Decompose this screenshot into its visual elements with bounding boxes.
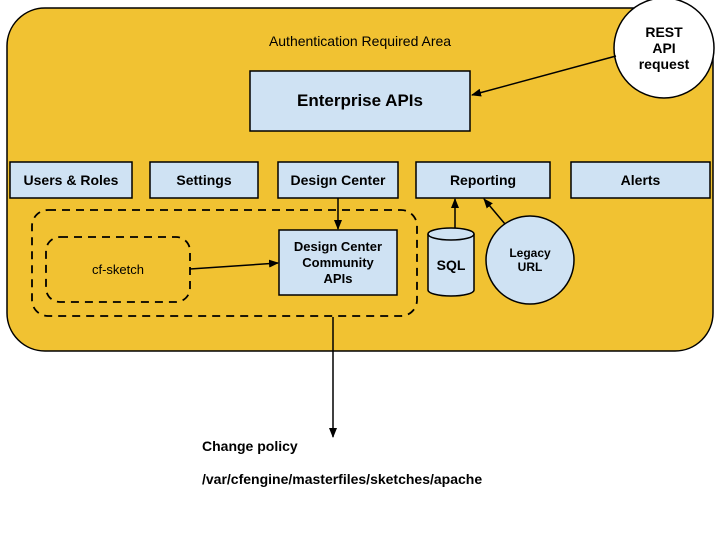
rest-line-1: REST: [645, 24, 683, 40]
enterprise-apis-shape: [249, 70, 471, 132]
settings-shape: [149, 161, 259, 199]
arrow-rest-to-enterprise: [471, 55, 617, 97]
community-apis-shape: [278, 229, 398, 296]
settings-label: Settings: [176, 172, 232, 188]
arrow-legacy-to-reporting: [483, 198, 506, 225]
legacy-url-shape: [485, 215, 575, 305]
reporting-shape: [415, 161, 551, 199]
cf-sketch-outline: [45, 236, 191, 303]
change-policy-path: /var/cfengine/masterfiles/sketches/apach…: [202, 471, 483, 487]
rest-line-3: request: [638, 56, 690, 72]
cf-sketch-label: cf-sketch: [91, 262, 144, 277]
community-apis-label: Design Center Community APIs: [279, 230, 397, 295]
alerts-shape: [570, 161, 711, 199]
community-line-2: Community: [302, 254, 374, 270]
legacy-line-1: Legacy: [509, 246, 551, 260]
alerts-label: Alerts: [620, 172, 661, 188]
enterprise-apis-label: Enterprise APIs: [297, 91, 423, 110]
rest-request-label: REST API request: [624, 16, 704, 80]
legacy-url-label: Legacy URL: [490, 240, 570, 280]
legacy-line-2: URL: [517, 260, 543, 274]
users-roles-label: Users & Roles: [23, 172, 119, 188]
community-line-1: Design Center: [293, 238, 383, 254]
rest-request-shape: [613, 0, 715, 99]
users-roles-shape: [9, 161, 133, 199]
auth-area-title: Authentication Required Area: [268, 33, 452, 49]
rest-line-2: API: [652, 40, 676, 56]
reporting-label: Reporting: [449, 172, 517, 188]
community-line-3: APIs: [323, 270, 353, 286]
sql-database-shape: [427, 227, 475, 297]
design-center-label: Design Center: [290, 172, 386, 188]
sql-label: SQL: [436, 257, 466, 273]
arrow-cf-sketch-to-community: [189, 259, 279, 270]
change-policy-title: Change policy: [202, 438, 298, 454]
